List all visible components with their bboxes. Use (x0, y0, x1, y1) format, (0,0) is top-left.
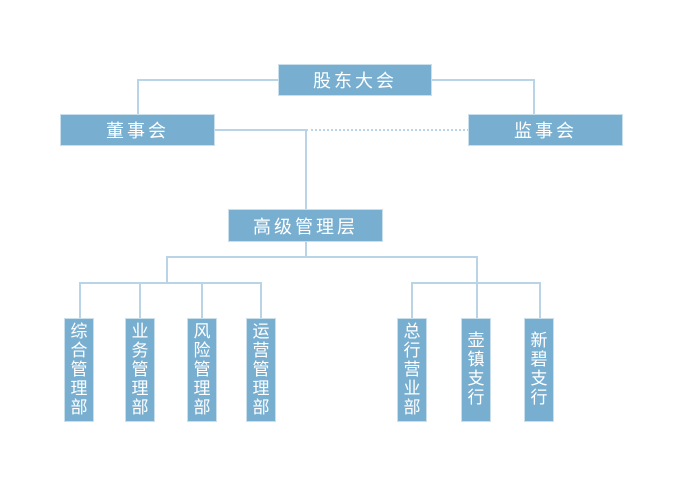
connector (201, 282, 203, 319)
vertical-label-char: 管 (70, 359, 88, 380)
connector (476, 256, 478, 318)
connector (432, 79, 534, 81)
vertical-label-char: 行 (467, 388, 485, 408)
vertical-label-char: 部 (252, 397, 270, 418)
connector (79, 282, 262, 284)
dotted-connector (306, 129, 469, 131)
connector (305, 129, 307, 210)
node-department[interactable]: 综合管理部 (64, 318, 94, 422)
connector (305, 241, 307, 257)
vertical-label-char: 运 (252, 321, 270, 342)
vertical-label-char: 业 (131, 321, 149, 342)
connector (79, 282, 81, 319)
vertical-label-char: 管 (131, 359, 149, 380)
connector (533, 79, 535, 115)
node-senior-management[interactable]: 高级管理层 (228, 209, 383, 242)
node-board-of-directors[interactable]: 董事会 (60, 114, 215, 146)
vertical-label-char: 业 (403, 378, 421, 399)
vertical-label-char: 镇 (467, 350, 485, 370)
connector (260, 282, 262, 319)
node-department[interactable]: 运营管理部 (246, 318, 276, 422)
vertical-label-char: 风 (193, 321, 211, 342)
connector (411, 282, 413, 319)
vertical-label-char: 理 (193, 378, 211, 399)
connector (539, 282, 541, 319)
node-shareholders-meeting[interactable]: 股东大会 (278, 64, 432, 96)
vertical-label-char: 合 (70, 340, 88, 361)
vertical-label-char: 险 (193, 340, 211, 361)
node-department[interactable]: 业务管理部 (125, 318, 155, 422)
node-branch[interactable]: 新碧支行 (524, 318, 554, 422)
vertical-label-char: 总 (403, 321, 421, 342)
connector (166, 256, 168, 282)
vertical-label-char: 支 (530, 369, 548, 389)
connector (139, 282, 141, 319)
connector (214, 129, 306, 131)
connector (411, 282, 541, 284)
vertical-label-char: 部 (70, 397, 88, 418)
connector (166, 256, 477, 258)
vertical-label-char: 营 (403, 359, 421, 380)
connector (137, 79, 139, 115)
vertical-label-char: 新 (530, 331, 548, 351)
vertical-label-char: 部 (403, 397, 421, 418)
vertical-label-char: 管 (193, 359, 211, 380)
vertical-label-char: 管 (252, 359, 270, 380)
vertical-label-char: 务 (131, 340, 149, 361)
connector (137, 79, 279, 81)
vertical-label-char: 碧 (530, 350, 548, 370)
vertical-label-char: 理 (70, 378, 88, 399)
vertical-label-char: 支 (467, 369, 485, 389)
vertical-label-char: 行 (403, 340, 421, 361)
vertical-label-char: 行 (530, 388, 548, 408)
node-department[interactable]: 风险管理部 (187, 318, 217, 422)
vertical-label-char: 营 (252, 340, 270, 361)
vertical-label-char: 综 (70, 321, 88, 342)
vertical-label-char: 理 (252, 378, 270, 399)
node-branch[interactable]: 总行营业部 (397, 318, 427, 422)
vertical-label-char: 部 (131, 397, 149, 418)
node-branch[interactable]: 壶镇支行 (461, 318, 491, 422)
node-supervisory-board[interactable]: 监事会 (468, 114, 623, 146)
vertical-label-char: 壶 (467, 331, 485, 351)
vertical-label-char: 部 (193, 397, 211, 418)
vertical-label-char: 理 (131, 378, 149, 399)
